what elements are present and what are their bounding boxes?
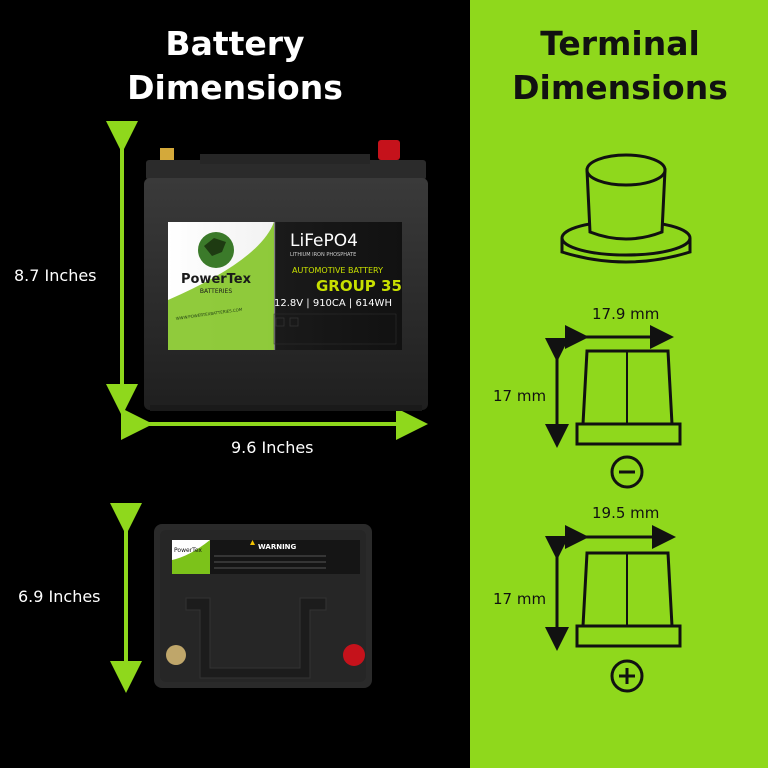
negative-sign-icon [610,455,644,489]
title-line-2: Dimensions [127,68,343,107]
title-line-1: Terminal [540,24,700,63]
brand-sub-text: BATTERIES [200,288,233,295]
bin-icon [289,317,299,327]
warning-icon [250,540,255,545]
battery-top-view: PowerTex WARNING [154,524,372,688]
terminal-dimensions-panel [470,0,768,768]
chemistry-sub-text: LITHIUM IRON PHOSPHATE [290,252,356,258]
recycle-icon [275,317,285,327]
positive-post-icon [378,140,400,160]
group-text: GROUP 35 [316,277,402,295]
positive-terminal-diagram [545,525,682,693]
width-label: 9.6 Inches [231,438,314,457]
battery-type-text: AUTOMOTIVE BATTERY [292,266,383,275]
depth-label: 6.9 Inches [18,587,101,606]
battery-dimensions-title: Battery Dimensions [85,22,385,110]
negative-post-top-icon [166,645,186,665]
specs-text: 12.8V | 910CA | 614WH [274,298,392,309]
chemistry-text: LiFePO4 [290,231,358,251]
negative-width-label: 17.9 mm [592,305,660,323]
height-label: 8.7 Inches [14,266,97,285]
positive-height-label: 17 mm [493,590,547,608]
positive-post-top-icon [343,644,365,666]
terminal-dimensions-title: Terminal Dimensions [485,22,755,110]
warning-text: WARNING [258,543,297,551]
title-line-1: Battery [165,24,305,63]
positive-width-label: 19.5 mm [592,504,660,522]
title-line-2: Dimensions [512,68,728,107]
negative-terminal-diagram [545,325,682,489]
positive-sign-icon [610,659,644,693]
battery-front-view: PowerTex BATTERIES LiFePO4 LITHIUM IRON … [144,140,428,411]
terminal-post-illustration [560,153,692,264]
negative-height-label: 17 mm [493,387,547,405]
top-brand-text: PowerTex [174,547,202,554]
brand-text: PowerTex [181,272,252,287]
